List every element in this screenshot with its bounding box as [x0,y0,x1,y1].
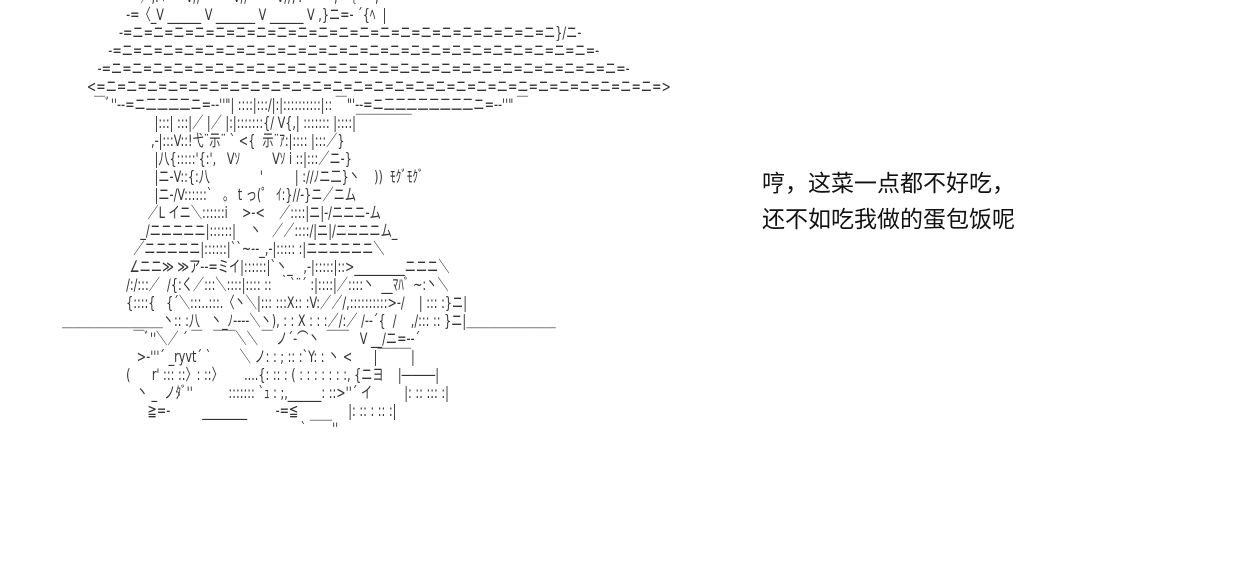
dialogue-line-1: 哼，这菜一点都不好吃， [762,171,1015,197]
dialogue-text: 哼，这菜一点都不好吃， 还不如吃我做的蛋包饭呢 [762,166,1222,238]
dialogue-line-2: 还不如吃我做的蛋包饭呢 [762,207,1015,233]
ascii-art-character: ／,.ﾍ V// V// V//,'. , ｛ ~'', -=〈_V _____… [62,0,671,438]
